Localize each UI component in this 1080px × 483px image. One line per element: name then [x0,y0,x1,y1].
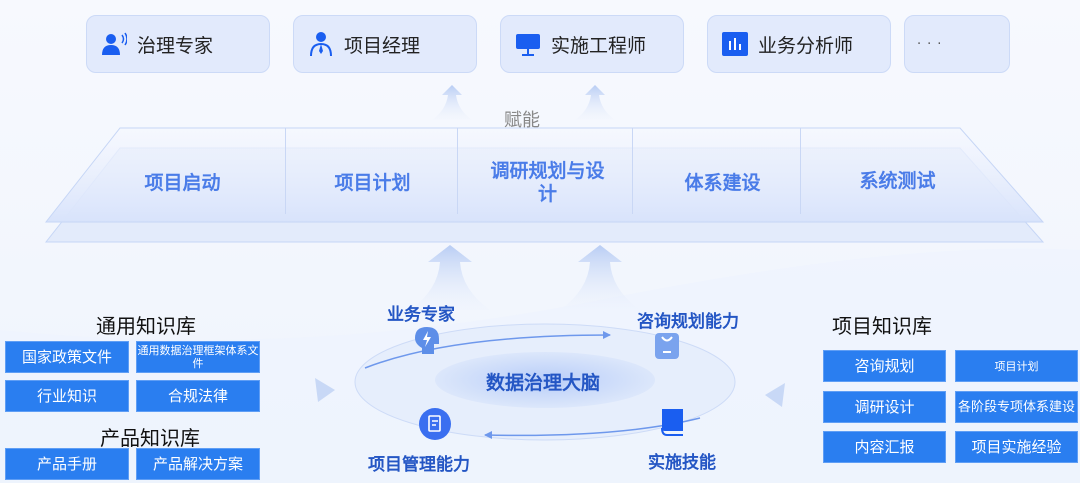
role-card-implementation-engineer[interactable]: 实施工程师 [500,15,684,73]
role-card-project-manager[interactable]: 项目经理 [293,15,477,73]
kb-item: 内容汇报 [823,431,946,463]
manager-icon [308,31,334,57]
role-label: 治理专家 [137,34,214,57]
kb-item: 项目实施经验 [955,431,1078,463]
kb-item: 调研设计 [823,391,946,423]
kb-item: 项目计划 [955,350,1078,382]
document-edit-icon [419,408,451,440]
monitor-icon [515,31,541,57]
kb-item: 行业知识 [5,380,129,412]
ability-business-expert: 业务专家 [387,305,455,325]
brain-bolt-icon [415,327,439,354]
brain-title: 数据治理大脑 [486,372,601,394]
bar-chart-icon [722,31,748,57]
ability-consulting: 咨询规划能力 [637,312,739,332]
kb-item: 产品手册 [5,448,129,480]
kb-item: 通用数据治理框架体系文件 [136,341,260,373]
more-icon: ··· [917,36,948,52]
ability-project-management: 项目管理能力 [368,455,470,475]
clipboard-icon [655,333,679,359]
project-kb-title: 项目知识库 [832,314,932,338]
product-kb-title: 产品知识库 [100,426,200,450]
kb-item: 产品解决方案 [136,448,260,480]
kb-item: 合规法律 [136,380,260,412]
kb-item: 国家政策文件 [5,341,129,373]
up-arrow-icon [575,85,615,120]
role-label: 项目经理 [344,34,421,57]
kb-item: 各阶段专项体系建设 [955,391,1078,423]
ability-implementation: 实施技能 [648,453,716,473]
role-label: 实施工程师 [551,34,647,57]
role-label: 业务分析师 [758,34,854,57]
book-icon [661,409,683,436]
role-card-more[interactable]: ··· [904,15,1010,73]
kb-item: 咨询规划 [823,350,946,382]
stage-system-build: 体系建设 [684,172,761,194]
stage-system-test: 系统测试 [859,170,936,192]
role-card-business-analyst[interactable]: 业务分析师 [707,15,891,73]
general-kb-title: 通用知识库 [96,314,196,338]
stage-project-plan: 项目计划 [334,172,411,194]
role-card-governance-expert[interactable]: 治理专家 [86,15,270,73]
stage-project-kickoff: 项目启动 [144,172,221,194]
speaking-person-icon [101,31,127,57]
enable-label: 赋能 [504,110,540,131]
up-arrow-icon [432,85,472,120]
stage-research-design: 调研规划与设计 [490,160,605,205]
